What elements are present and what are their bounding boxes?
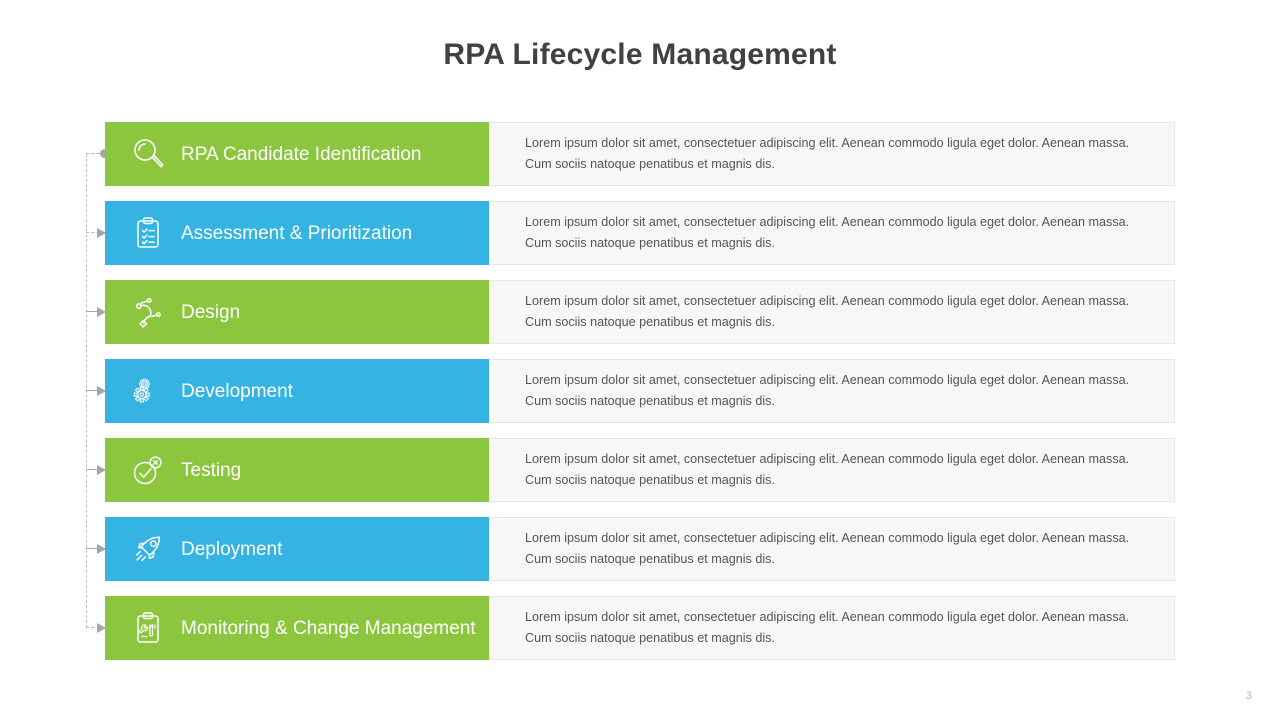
stage-bar[interactable]: Monitoring & Change Management [105, 596, 489, 660]
stage-label: Deployment [181, 538, 283, 560]
stage-bar[interactable]: Deployment [105, 517, 489, 581]
connector-dashed-arrow [86, 623, 106, 633]
lifecycle-row[interactable]: Design Lorem ipsum dolor sit amet, conse… [0, 280, 1280, 344]
stage-label: Testing [181, 459, 242, 481]
connector-solid-arrow [86, 386, 106, 396]
stage-description: Lorem ipsum dolor sit amet, consectetuer… [525, 215, 1130, 250]
stage-panel: Lorem ipsum dolor sit amet, consectetuer… [489, 517, 1175, 581]
stage-label: RPA Candidate Identification [181, 143, 422, 165]
arrowhead-icon [97, 228, 106, 238]
stage-description: Lorem ipsum dolor sit amet, consectetuer… [525, 531, 1130, 566]
stage-bar[interactable]: Development [105, 359, 489, 423]
lifecycle-row[interactable]: RPA Candidate Identification Lorem ipsum… [0, 122, 1280, 186]
bezier-node-icon [105, 280, 181, 344]
magnifier-icon [105, 122, 181, 186]
connector-dashed-arrow [86, 228, 106, 238]
stage-bar[interactable]: RPA Candidate Identification [105, 122, 489, 186]
connector-dashed-dot [86, 149, 109, 158]
page-title: RPA Lifecycle Management [443, 38, 837, 71]
gears-icon [105, 359, 181, 423]
stage-description: Lorem ipsum dolor sit amet, consectetuer… [525, 610, 1130, 645]
stage-label: Development [181, 380, 293, 402]
connector-line [86, 548, 105, 549]
connector-line [86, 627, 105, 628]
arrowhead-icon [97, 307, 106, 317]
stage-bar[interactable]: Testing [105, 438, 489, 502]
stage-bar[interactable]: Design [105, 280, 489, 344]
connector-spine [86, 154, 87, 628]
rpa-lifecycle-diagram: RPA Candidate Identification Lorem ipsum… [0, 122, 1280, 662]
connector-solid-arrow [86, 307, 106, 317]
clipboard-checklist-icon [105, 201, 181, 265]
stage-panel: Lorem ipsum dolor sit amet, consectetuer… [489, 359, 1175, 423]
connector-line [86, 311, 105, 312]
check-circle-icon [105, 438, 181, 502]
stage-panel: Lorem ipsum dolor sit amet, consectetuer… [489, 280, 1175, 344]
stage-bar[interactable]: Assessment & Prioritization [105, 201, 489, 265]
lifecycle-row[interactable]: Development Lorem ipsum dolor sit amet, … [0, 359, 1280, 423]
connector-solid-arrow [86, 465, 106, 475]
stage-label: Monitoring & Change Management [181, 617, 476, 639]
stage-panel: Lorem ipsum dolor sit amet, consectetuer… [489, 596, 1175, 660]
stage-description: Lorem ipsum dolor sit amet, consectetuer… [525, 452, 1130, 487]
rocket-icon [105, 517, 181, 581]
page-number: 3 [1245, 690, 1252, 702]
arrowhead-icon [97, 386, 106, 396]
stage-label: Assessment & Prioritization [181, 222, 413, 244]
stage-description: Lorem ipsum dolor sit amet, consectetuer… [525, 136, 1130, 171]
connector-solid-arrow [86, 544, 106, 554]
clipboard-tools-icon [105, 596, 181, 660]
stage-panel: Lorem ipsum dolor sit amet, consectetuer… [489, 438, 1175, 502]
lifecycle-row[interactable]: Testing Lorem ipsum dolor sit amet, cons… [0, 438, 1280, 502]
stage-panel: Lorem ipsum dolor sit amet, consectetuer… [489, 201, 1175, 265]
connector-line [86, 153, 105, 154]
lifecycle-row[interactable]: Assessment & Prioritization Lorem ipsum … [0, 201, 1280, 265]
connector-line [86, 232, 105, 233]
connector-line [86, 390, 105, 391]
stage-label: Design [181, 301, 241, 323]
lifecycle-row[interactable]: Monitoring & Change Management Lorem ips… [0, 596, 1280, 660]
connector-dot [100, 149, 109, 158]
arrowhead-icon [97, 465, 106, 475]
stage-description: Lorem ipsum dolor sit amet, consectetuer… [525, 294, 1130, 329]
connector-line [86, 469, 105, 470]
arrowhead-icon [97, 544, 106, 554]
stage-panel: Lorem ipsum dolor sit amet, consectetuer… [489, 122, 1175, 186]
arrowhead-icon [97, 623, 106, 633]
stage-description: Lorem ipsum dolor sit amet, consectetuer… [525, 373, 1130, 408]
lifecycle-row[interactable]: Deployment Lorem ipsum dolor sit amet, c… [0, 517, 1280, 581]
